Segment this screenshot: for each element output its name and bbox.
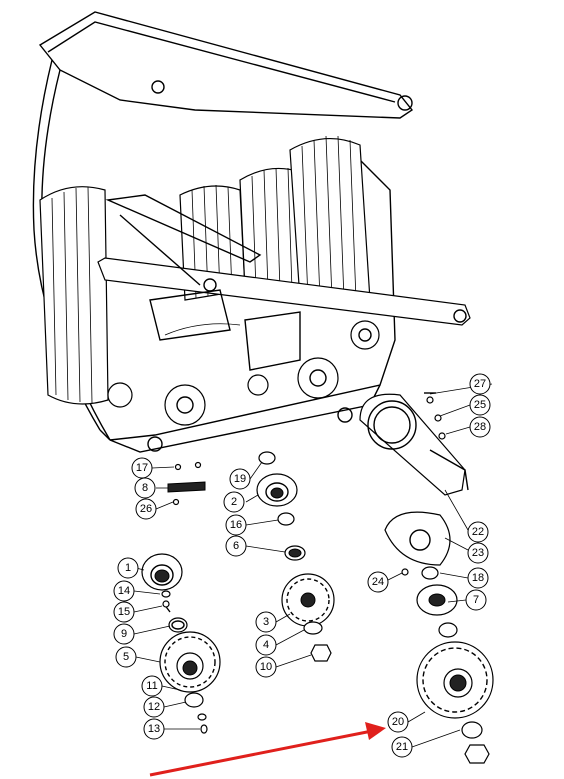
part-bolt-13 xyxy=(200,724,208,734)
callout-25: 25 xyxy=(469,394,491,416)
callout-label: 18 xyxy=(472,572,484,584)
drive-assembly xyxy=(107,289,380,426)
highlight-arrow xyxy=(149,722,386,777)
callout-label: 7 xyxy=(473,594,479,606)
callout-label: 20 xyxy=(392,716,404,728)
callout-24: 24 xyxy=(367,571,389,593)
callout-8: 8 xyxy=(134,477,156,499)
callout-label: 26 xyxy=(140,503,152,515)
callout-label: 4 xyxy=(263,639,269,651)
callout-label: 17 xyxy=(136,462,148,474)
callout-label: 19 xyxy=(234,473,246,485)
callout-3: 3 xyxy=(255,611,277,633)
part-ring-small xyxy=(438,622,458,638)
callout-label: 9 xyxy=(121,628,127,640)
callout-28: 28 xyxy=(469,416,491,438)
callout-label: 25 xyxy=(474,399,486,411)
part-nut-28 xyxy=(438,432,446,440)
callout-label: 14 xyxy=(118,585,130,597)
callout-label: 8 xyxy=(142,482,148,494)
callout-label: 6 xyxy=(233,540,239,552)
part-bolt-24 xyxy=(401,568,409,576)
part-bearing-2 xyxy=(256,473,298,507)
callout-14: 14 xyxy=(113,580,135,602)
part-ring-16 xyxy=(277,512,295,526)
part-sprocket-3 xyxy=(281,573,335,627)
callout-label: 15 xyxy=(118,606,130,618)
callout-label: 3 xyxy=(263,616,269,628)
callout-2: 2 xyxy=(223,491,245,513)
callout-1: 1 xyxy=(117,557,139,579)
callout-label: 13 xyxy=(148,723,160,735)
callout-15: 15 xyxy=(113,601,135,623)
callout-label: 5 xyxy=(123,651,129,663)
callout-16: 16 xyxy=(225,514,247,536)
highlight-arrow-head xyxy=(365,722,386,740)
part-ring-6 xyxy=(284,545,306,561)
roller-4 xyxy=(289,135,371,301)
callout-21: 21 xyxy=(391,736,413,758)
callouts: 1 2 3 4 5 6 7 8 9 10 11 12 13 14 15 16 1… xyxy=(113,373,491,758)
callout-22: 22 xyxy=(467,521,489,543)
part-bolt-15 xyxy=(162,600,171,613)
part-washer-12 xyxy=(184,692,204,708)
part-sprocket-20 xyxy=(416,641,494,719)
callout-label: 12 xyxy=(148,701,160,713)
callout-6: 6 xyxy=(225,535,247,557)
part-nut-10 xyxy=(310,644,332,662)
part-washer-25 xyxy=(434,414,442,422)
part-washer-small xyxy=(197,713,207,721)
part-washer-14 xyxy=(161,590,171,598)
callout-label: 22 xyxy=(472,526,484,538)
part-sprocket-5 xyxy=(159,631,221,693)
part-plate-23 xyxy=(384,511,451,566)
bearing-cover-plate xyxy=(359,393,469,496)
callout-12: 12 xyxy=(143,696,165,718)
callout-18: 18 xyxy=(467,567,489,589)
roller-1 xyxy=(39,186,109,405)
callout-9: 9 xyxy=(113,623,135,645)
callout-label: 10 xyxy=(260,661,272,673)
callout-13: 13 xyxy=(143,718,165,740)
highlight-arrow-shaft xyxy=(149,729,373,777)
callout-11: 11 xyxy=(141,675,163,697)
callout-10: 10 xyxy=(255,656,277,678)
part-ring-18 xyxy=(421,566,439,580)
callout-label: 1 xyxy=(125,562,131,574)
part-bracket-8 xyxy=(167,461,206,506)
tension-arm xyxy=(97,194,471,326)
callout-label: 28 xyxy=(474,421,486,433)
callout-23: 23 xyxy=(467,542,489,564)
callout-label: 11 xyxy=(146,680,157,692)
part-seal-19 xyxy=(258,451,276,465)
exploded-parts xyxy=(141,392,494,764)
part-bushing-21 xyxy=(461,721,483,739)
callout-label: 24 xyxy=(372,576,384,588)
part-nut-21 xyxy=(464,744,490,764)
callout-7: 7 xyxy=(465,589,487,611)
part-bearing-7 xyxy=(416,584,458,616)
callout-5: 5 xyxy=(115,646,137,668)
part-bolt-27 xyxy=(424,392,436,404)
callout-20: 20 xyxy=(387,711,409,733)
callout-label: 27 xyxy=(474,378,486,390)
part-ring-9 xyxy=(168,617,188,633)
callout-label: 16 xyxy=(230,519,242,531)
callout-27: 27 xyxy=(469,373,491,395)
callout-label: 21 xyxy=(396,741,408,753)
callout-19: 19 xyxy=(229,468,251,490)
callout-label: 2 xyxy=(231,496,237,508)
callout-label: 23 xyxy=(472,547,484,559)
callout-26: 26 xyxy=(135,498,157,520)
callout-17: 17 xyxy=(131,457,153,479)
part-bearing-1 xyxy=(141,553,183,591)
part-bushing-4 xyxy=(303,621,323,635)
callout-4: 4 xyxy=(255,634,277,656)
